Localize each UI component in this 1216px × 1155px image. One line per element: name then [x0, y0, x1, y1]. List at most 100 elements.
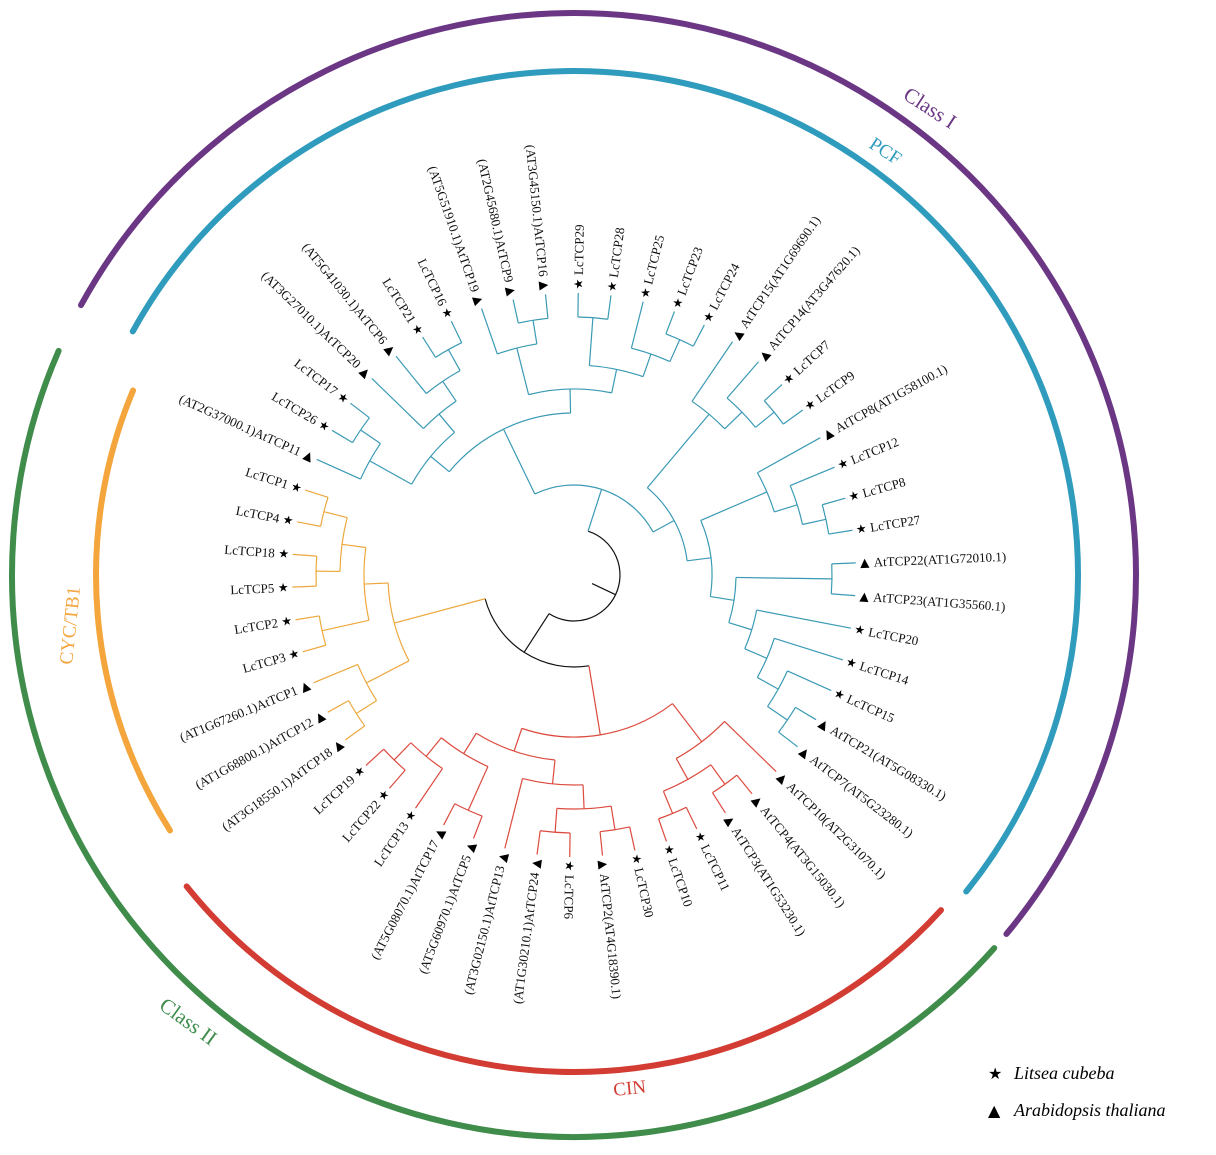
leaf-label: (AT1G30210.1)AtTCP24	[510, 871, 542, 1005]
star-icon: ★	[289, 479, 303, 496]
leaf-branch	[828, 529, 853, 535]
leaf-label: LcTCP8	[861, 474, 907, 500]
clade-node-arc	[763, 400, 784, 425]
leaf-branch	[443, 803, 456, 826]
internal-branch	[551, 759, 556, 784]
leaf-branch	[599, 831, 604, 856]
leaf-branch	[724, 720, 777, 773]
leaf-label: (AT3G27010.1)AtTCP20	[259, 268, 364, 371]
clade-node-arc	[315, 556, 318, 587]
leaf-LcTCP9: ★LcTCP9	[802, 368, 858, 414]
clade-node-arc	[665, 333, 694, 347]
internal-branch	[642, 353, 652, 377]
internal-branch	[710, 764, 726, 785]
leaf-AtTCP6: ▲(AT5G41030.1)AtTCP6	[299, 240, 399, 358]
legend-item-litsea: ★ Litsea cubeba	[988, 1055, 1166, 1092]
cin-stem	[588, 665, 601, 735]
star-icon: ★	[287, 646, 301, 662]
leaf-label: AtTCP15(AT1G69690.1)	[736, 213, 823, 331]
leaf-label: LcTCP12	[848, 434, 900, 467]
leaf-branch	[782, 409, 804, 425]
leaf-branch	[422, 336, 437, 358]
leaf-label: LcTCP24	[706, 260, 743, 312]
leaf-label: LcTCP28	[606, 226, 627, 278]
leaf-LcTCP29: ★LcTCP29	[571, 224, 587, 289]
triangle-icon: ▲	[503, 285, 519, 298]
triangle-icon: ▲	[470, 293, 487, 307]
leaf-branch	[316, 458, 361, 480]
star-icon: ★	[402, 807, 420, 824]
clade-node-arc	[363, 547, 370, 621]
leaf-branch	[472, 815, 483, 839]
triangle-icon: ▲	[860, 555, 871, 569]
cyc-tb1-ring	[93, 387, 173, 834]
leaf-LcTCP15: ★LcTCP15	[832, 686, 897, 726]
leaf-label: AtTCP10(AT2G31070.1)	[784, 779, 889, 882]
star-icon: ★	[853, 622, 866, 638]
internal-branch	[442, 380, 457, 402]
clade-node-arc	[320, 497, 329, 527]
internal-branch	[672, 703, 703, 743]
leaf-LcTCP11: ★LcTCP11	[692, 829, 733, 893]
leaf-branch	[292, 553, 317, 557]
triangle-icon: ▲	[495, 850, 511, 863]
clade-node-arc	[360, 443, 381, 480]
internal-branch	[710, 595, 735, 601]
leaf-label: LcTCP5	[230, 580, 275, 597]
triangle-icon: ▲	[431, 825, 448, 840]
internal-branch	[611, 369, 618, 393]
leaf-branch	[504, 778, 524, 849]
leaf-branch	[736, 774, 753, 795]
leaf-label: LcTCP15	[845, 691, 897, 725]
legend-label: Litsea cubeba	[1014, 1063, 1115, 1083]
star-icon: ★	[832, 686, 848, 703]
clade-node-arc	[658, 806, 687, 820]
leaf-label: (AT2G45680.1)AtTCP9	[475, 157, 517, 283]
leaf-branch	[657, 818, 667, 842]
internal-branch	[569, 389, 572, 414]
leaf-branch	[831, 593, 856, 597]
triangle-icon: ▲	[298, 678, 313, 695]
star-icon: ★	[988, 1064, 1003, 1083]
internal-branch	[393, 742, 412, 761]
leaf-branch	[313, 663, 358, 684]
internal-branch	[700, 491, 768, 521]
leaf-branch	[414, 768, 443, 809]
leaf-branch	[389, 769, 406, 789]
leaf-branch	[344, 725, 366, 741]
internal-branch	[687, 557, 712, 562]
leaf-branch	[757, 437, 821, 474]
leaf-label: LcTCP17	[291, 355, 341, 398]
internal-branch	[728, 622, 752, 631]
internal-branch	[467, 766, 489, 811]
leaf-LcTCP12: ★LcTCP12	[835, 434, 901, 472]
internal-branch	[757, 676, 779, 690]
cyc-stem	[394, 598, 486, 624]
clade-label-cyc-tb1: CYC/TB1	[56, 586, 85, 666]
leaf-branch	[790, 466, 835, 487]
leaf-AtTCP24: ▲(AT1G30210.1)AtTCP24	[510, 857, 544, 1005]
leaf-branch	[756, 609, 852, 629]
triangle-icon: ▲	[988, 1101, 1001, 1120]
star-icon: ★	[844, 654, 858, 671]
clade-label-cin: CIN	[612, 1077, 647, 1101]
leaf-branch	[304, 489, 329, 498]
leaf-branch	[763, 384, 783, 402]
leaf-LcTCP14: ★LcTCP14	[844, 654, 911, 688]
root-stub	[591, 583, 616, 596]
internal-branch	[321, 619, 370, 632]
leaf-LcTCP17: ★LcTCP17	[291, 355, 351, 406]
cin-ring	[183, 883, 945, 1075]
leaf-LcTCP24: ★LcTCP24	[700, 260, 743, 325]
clade-node-arc	[352, 417, 370, 443]
internal-branch	[425, 737, 442, 757]
star-icon: ★	[700, 309, 717, 325]
leaf-LcTCP2: ★LcTCP2	[233, 613, 293, 637]
leaf-label: (AT3G45150.1)AtTCP16	[523, 144, 551, 278]
leaf-AtTCP4: ▲AtTCP4(AT3G15030.1)	[749, 793, 848, 910]
leaf-AtTCP7: ▲AtTCP7(AT5G23280.1)	[797, 744, 917, 841]
leaf-label: LcTCP16	[415, 256, 451, 308]
leaf-branch	[350, 402, 370, 419]
triangle-icon: ▲	[301, 447, 316, 464]
